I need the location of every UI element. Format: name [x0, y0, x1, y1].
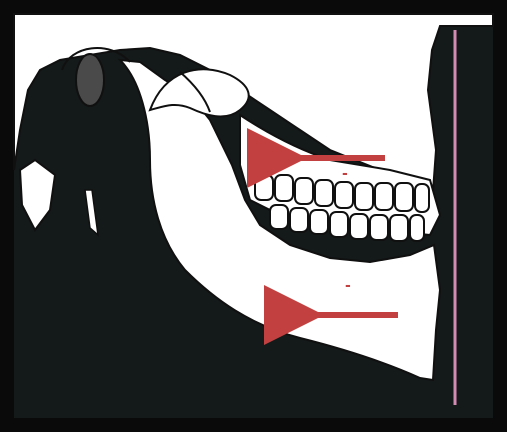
upper-minus-sign: - [342, 166, 348, 182]
condyle [76, 54, 104, 106]
lower-minus-sign: - [345, 278, 351, 294]
